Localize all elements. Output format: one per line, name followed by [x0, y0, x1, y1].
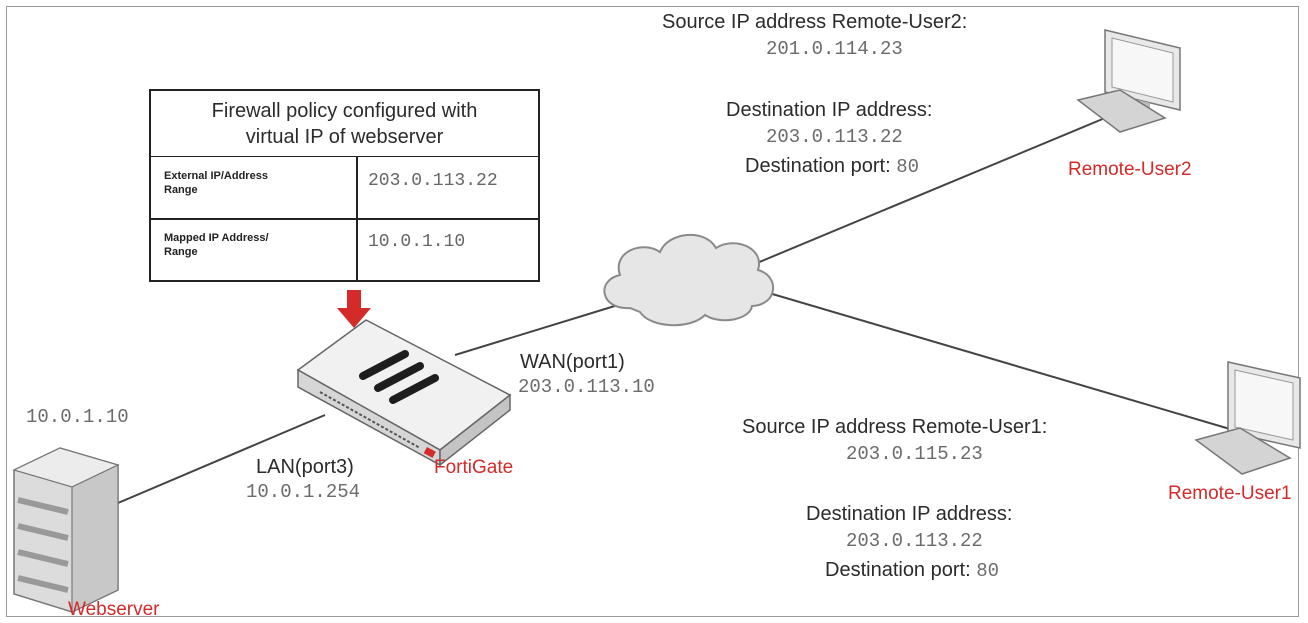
remote-user1-port: Destination port: 80 [825, 558, 999, 583]
remote-user1-port-value: 80 [976, 560, 1000, 582]
policy-title-line2: virtual IP of webserver [245, 126, 444, 148]
diagram-border [6, 6, 1299, 617]
remote-user1-name: Remote-User1 [1168, 483, 1292, 504]
remote-user1-dst-ip: 203.0.113.22 [846, 530, 983, 552]
external-ip-key-line2: Range [164, 184, 198, 196]
external-ip-key-line1: External IP/Address [164, 170, 268, 182]
mapped-ip-key-line1: Mapped IP Address/ [164, 232, 269, 244]
remote-user2-dst-ip: 203.0.113.22 [766, 126, 903, 148]
mapped-ip-key: Mapped IP Address/ Range [164, 231, 344, 259]
remote-user1-src-label: Source IP address Remote-User1: [742, 416, 1048, 438]
wan-ip: 203.0.113.10 [518, 376, 655, 398]
table-column-divider [356, 157, 358, 282]
remote-user2-src-label: Source IP address Remote-User2: [662, 11, 968, 33]
remote-user1-port-label: Destination port: [825, 559, 971, 581]
link-cloud-remote-user2 [744, 117, 1106, 269]
table-row-divider [151, 218, 538, 220]
policy-title: Firewall policy configured with virtual … [151, 91, 538, 157]
firewall-policy-table: Firewall policy configured with virtual … [149, 89, 540, 282]
link-fortigate-cloud [454, 304, 619, 356]
wan-port-label: WAN(port1) [520, 351, 625, 373]
mapped-ip-value: 10.0.1.10 [368, 232, 466, 252]
remote-user2-port-label: Destination port: [745, 155, 891, 177]
remote-user1-dst-label: Destination IP address: [806, 503, 1013, 525]
webserver-name: Webserver [68, 599, 160, 620]
remote-user2-name: Remote-User2 [1068, 159, 1192, 180]
mapped-ip-key-line2: Range [164, 246, 198, 258]
remote-user2-src-ip: 201.0.114.23 [766, 38, 903, 60]
remote-user2-port: Destination port: 80 [745, 154, 919, 179]
remote-user1-src-ip: 203.0.115.23 [846, 443, 983, 465]
policy-title-line1: Firewall policy configured with [211, 100, 478, 122]
lan-port-label: LAN(port3) [256, 456, 354, 478]
external-ip-key: External IP/Address Range [164, 169, 344, 197]
lan-ip: 10.0.1.254 [246, 481, 361, 503]
webserver-ip: 10.0.1.10 [26, 406, 129, 428]
remote-user2-dst-label: Destination IP address: [726, 99, 933, 121]
link-cloud-remote-user1 [751, 287, 1241, 433]
fortigate-name: FortiGate [434, 457, 514, 478]
link-webserver-fortigate [117, 414, 326, 504]
external-ip-value: 203.0.113.22 [368, 171, 498, 191]
remote-user2-port-value: 80 [896, 156, 920, 178]
